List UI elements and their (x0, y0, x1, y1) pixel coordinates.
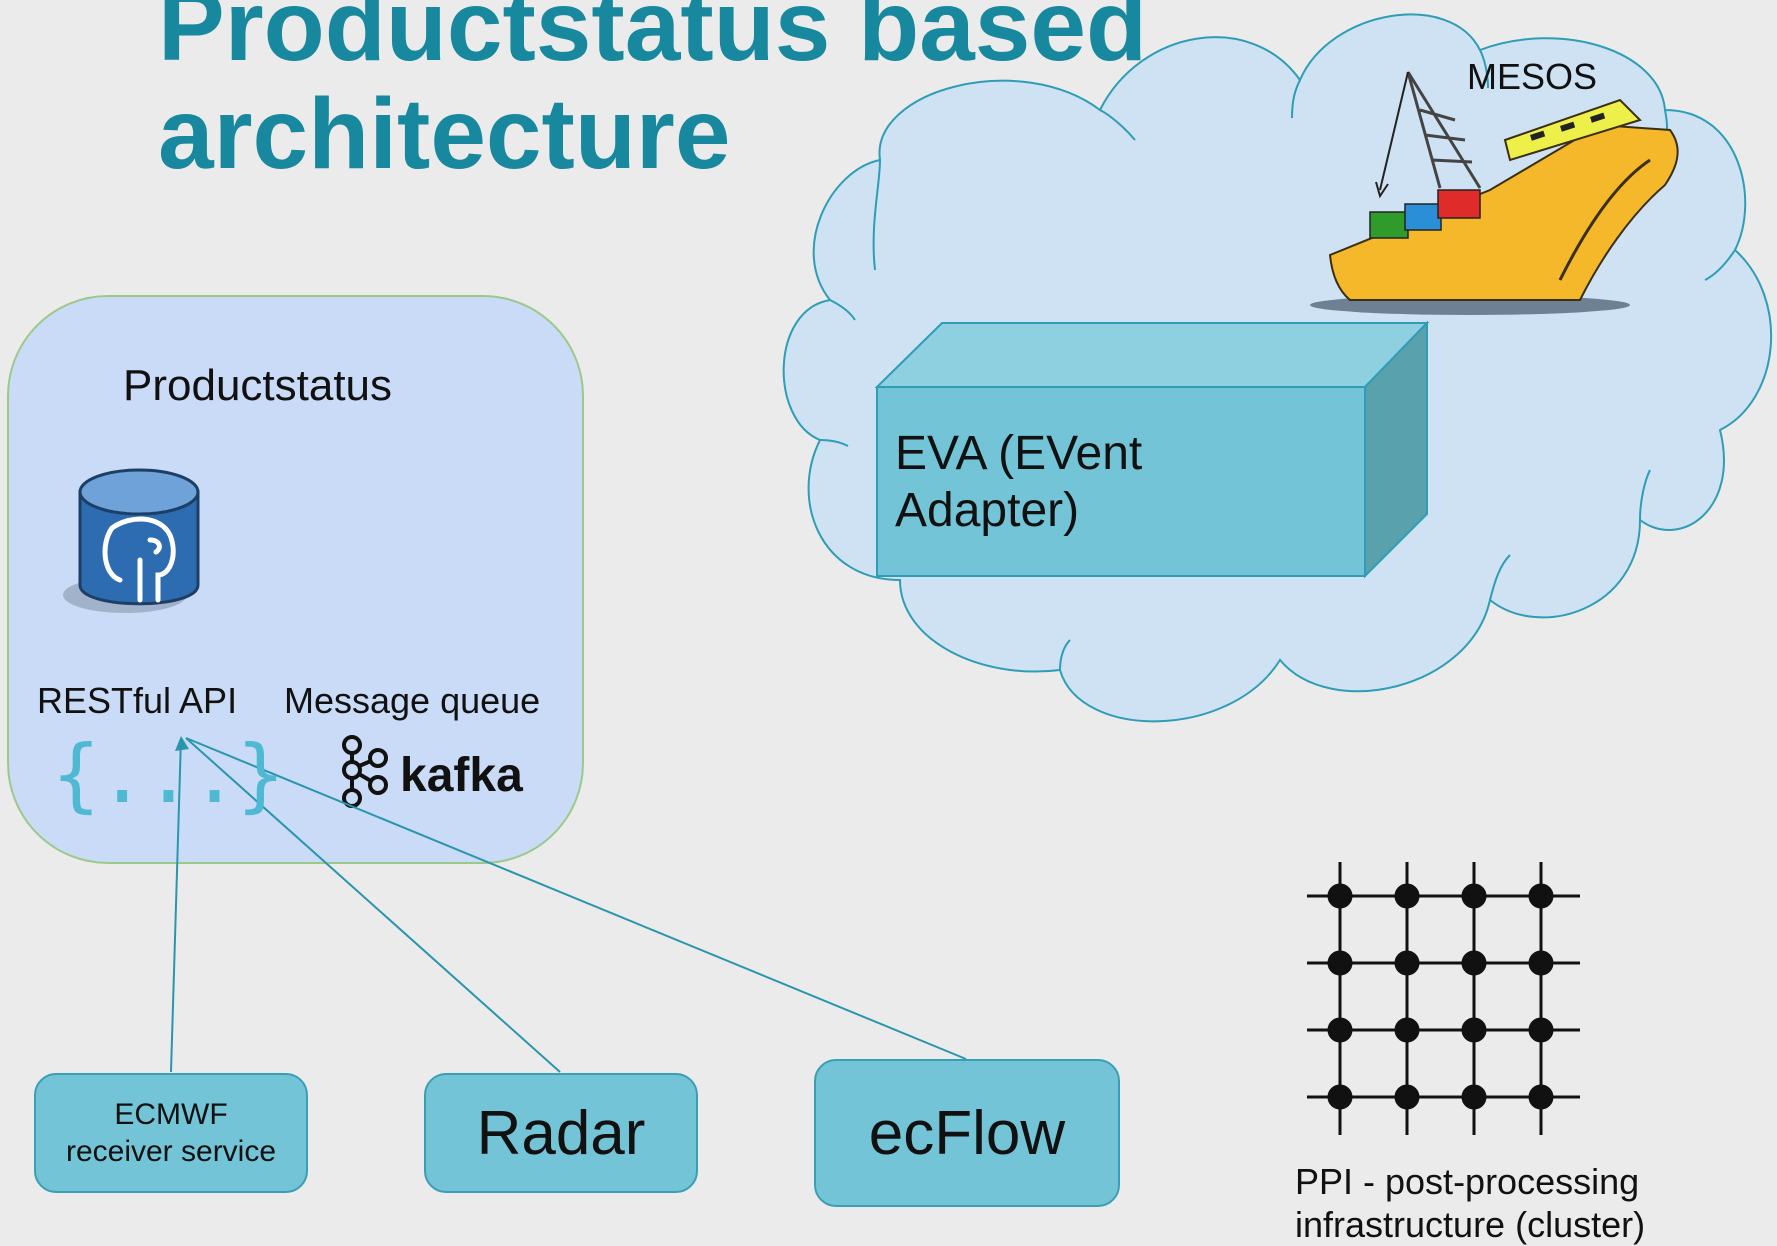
page-title: Productstatus based architecture (158, 0, 1158, 188)
postgresql-elephant-icon (63, 468, 200, 613)
radar-label: Radar (476, 1098, 646, 1168)
ecmwf-label: ECMWF receiver service (65, 1098, 277, 1168)
productstatus-label: Productstatus (123, 361, 393, 410)
connection-arrows (170, 736, 967, 1073)
mesos-label: MESOS (1467, 56, 1598, 97)
ecflow-box: ecFlow (814, 1059, 1120, 1207)
arrow-radar-to-rest (185, 737, 561, 1073)
eva-box (874, 320, 1430, 579)
arrow-head (175, 736, 189, 751)
arrow-ecflow-to-rest (185, 737, 967, 1060)
ecflow-label: ecFlow (868, 1098, 1066, 1168)
ppi-label: PPI - post-processing infrastructure (cl… (1295, 1161, 1646, 1245)
restful-api-label: RESTful API (37, 680, 238, 721)
eva-label: EVA (EVent Adapter) (895, 427, 1143, 537)
message-queue-label: Message queue (284, 680, 541, 721)
productstatus-panel (7, 295, 584, 864)
title-line-2: architecture (158, 78, 731, 190)
rest-braces-icon: {...} (52, 728, 285, 821)
kafka-label: kafka (400, 749, 523, 802)
title-line-1: Productstatus based (158, 0, 1148, 82)
ship-icon (1310, 71, 1679, 315)
grid-cluster-icon (1307, 862, 1580, 1135)
arrow-ecmwf-to-rest (170, 737, 182, 1073)
ecmwf-receiver-box: ECMWF receiver service (34, 1073, 308, 1193)
kafka-logo-icon (342, 735, 388, 808)
radar-box: Radar (424, 1073, 698, 1193)
